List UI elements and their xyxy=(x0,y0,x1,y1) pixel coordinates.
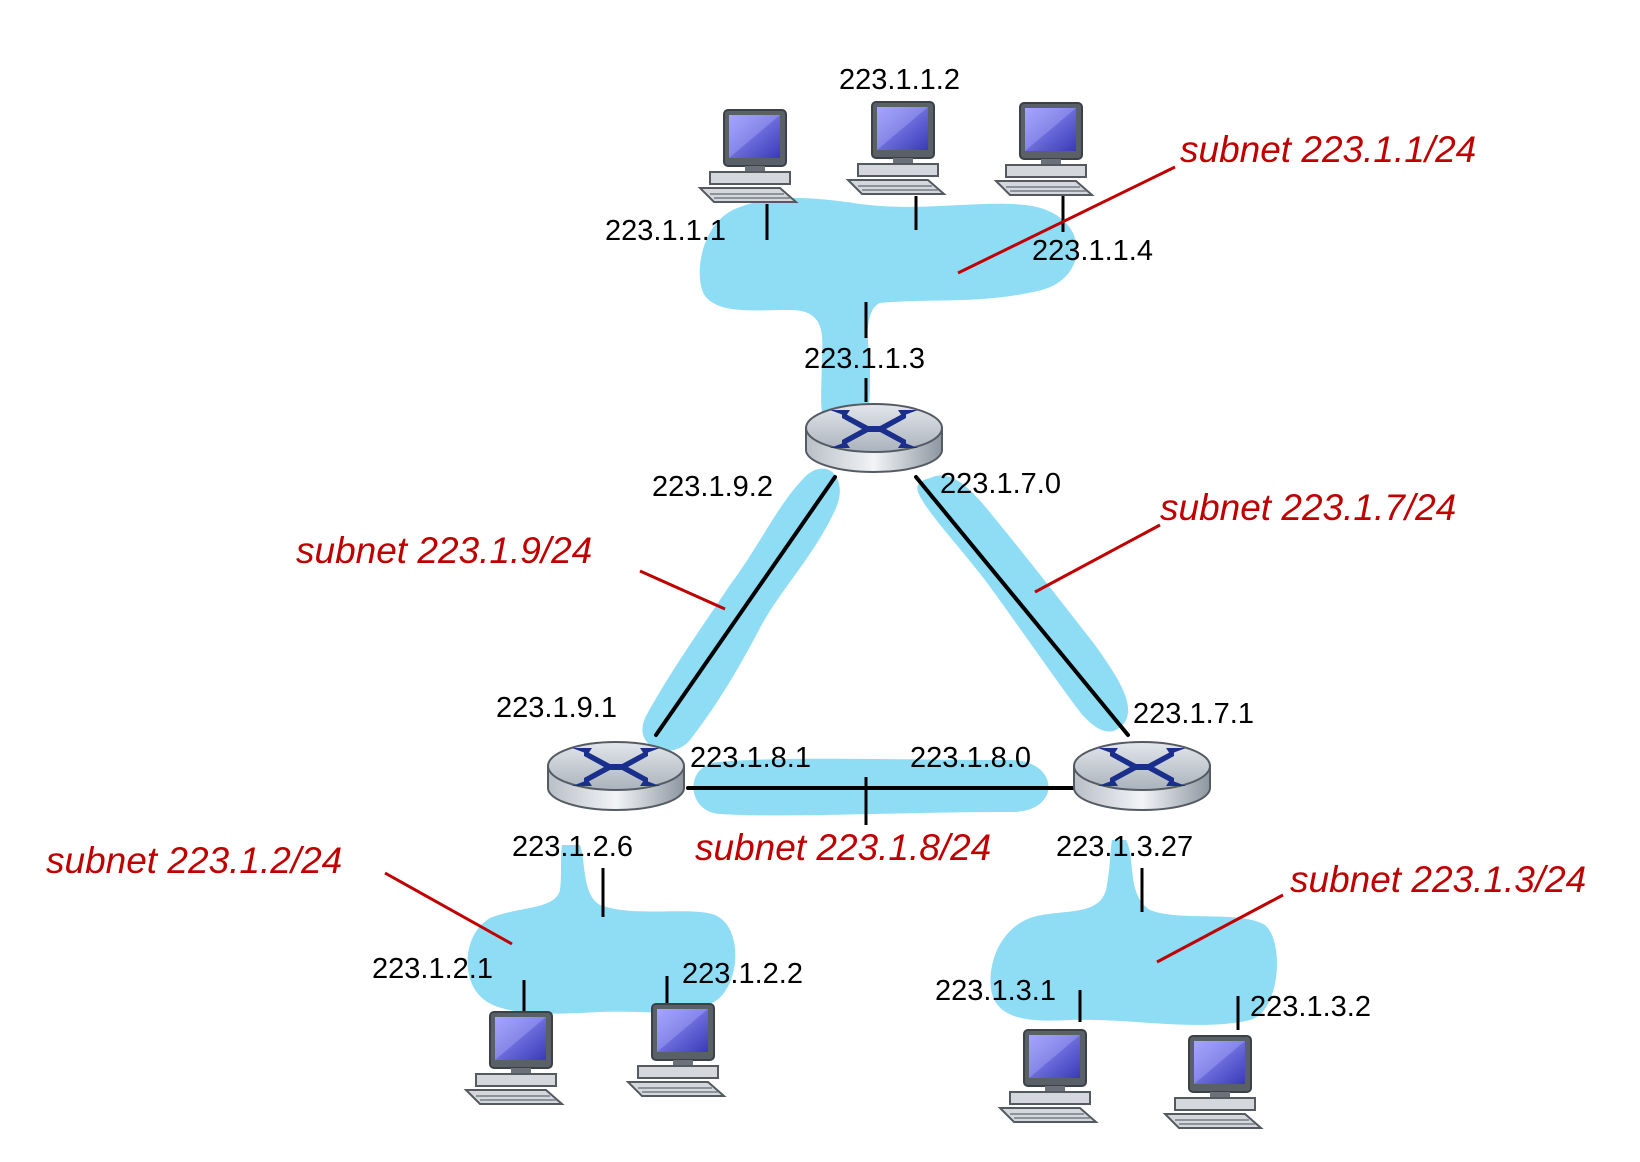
subnet-label-223-1-8: subnet 223.1.8/24 xyxy=(695,827,991,868)
subnet-label-223-1-2: subnet 223.1.2/24 xyxy=(46,840,342,881)
ip-223-1-3-2: 223.1.3.2 xyxy=(1250,991,1371,1023)
host-223-1-1-2-icon[interactable] xyxy=(847,101,945,195)
ip-223-1-1-1: 223.1.1.1 xyxy=(605,215,726,247)
ip-223-1-7-1: 223.1.7.1 xyxy=(1133,698,1254,730)
host-223-1-3-1-icon[interactable] xyxy=(999,1029,1097,1123)
ip-223-1-2-1: 223.1.2.1 xyxy=(372,953,493,985)
host-223-1-1-4-icon[interactable] xyxy=(995,102,1093,196)
subnet-label-223-1-7: subnet 223.1.7/24 xyxy=(1160,487,1456,528)
ip-223-1-1-2: 223.1.1.2 xyxy=(839,64,960,96)
subnet-label-223-1-1: subnet 223.1.1/24 xyxy=(1180,129,1476,170)
ip-223-1-7-0: 223.1.7.0 xyxy=(940,468,1061,500)
ip-223-1-2-6: 223.1.2.6 xyxy=(512,831,633,863)
host-223-1-1-1-icon[interactable] xyxy=(699,109,797,203)
link-223-1-7 xyxy=(914,475,1130,737)
ip-223-1-8-0: 223.1.8.0 xyxy=(910,742,1031,774)
host-223-1-2-1-icon[interactable] xyxy=(465,1011,563,1105)
subnet-223-1-2-blob xyxy=(467,845,736,1014)
ip-223-1-2-2: 223.1.2.2 xyxy=(682,958,803,990)
ip-223-1-1-4: 223.1.1.4 xyxy=(1032,235,1153,267)
connector-stubs xyxy=(522,195,1240,1030)
router-top-icon[interactable] xyxy=(805,403,943,473)
subnet-label-223-1-9: subnet 223.1.9/24 xyxy=(296,530,592,571)
router-left-icon[interactable] xyxy=(547,741,685,811)
ip-223-1-8-1: 223.1.8.1 xyxy=(690,742,811,774)
ip-223-1-9-1: 223.1.9.1 xyxy=(496,692,617,724)
subnet-223-1-3-blob xyxy=(990,840,1277,1025)
host-223-1-2-2-icon[interactable] xyxy=(627,1003,725,1097)
router-right-icon[interactable] xyxy=(1073,741,1211,811)
subnet-label-223-1-3: subnet 223.1.3/24 xyxy=(1290,859,1586,900)
host-223-1-3-2-icon[interactable] xyxy=(1164,1035,1262,1129)
ip-223-1-1-3: 223.1.1.3 xyxy=(804,343,925,375)
ip-223-1-3-1: 223.1.3.1 xyxy=(935,975,1056,1007)
link-223-1-9 xyxy=(654,475,837,737)
links xyxy=(654,475,1130,790)
ip-223-1-9-2: 223.1.9.2 xyxy=(652,471,773,503)
subnet-223-1-1-blob xyxy=(699,197,1077,412)
subnet-callout-lines xyxy=(384,165,1284,964)
ip-223-1-3-27: 223.1.3.27 xyxy=(1056,831,1193,863)
subnet-223-1-7-blob xyxy=(917,475,1129,732)
